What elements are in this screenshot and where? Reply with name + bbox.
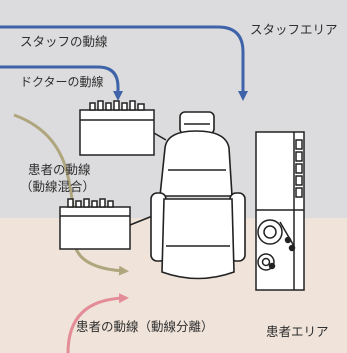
upper-instrument-tray-icon bbox=[79, 100, 167, 156]
patient-mixed-flow-label-line2: （動線混合） bbox=[20, 179, 96, 194]
staff-flow-label: スタッフの動線 bbox=[20, 34, 108, 49]
dental-chair-icon bbox=[150, 111, 246, 280]
staff-flow-arrow bbox=[0, 25, 248, 101]
patient-separated-flow-arrow bbox=[66, 293, 129, 353]
dental-unit-icon bbox=[255, 131, 305, 291]
patient-separated-flow-label: 患者の動線（動線分離） bbox=[76, 319, 214, 334]
doctor-flow-arrow bbox=[0, 65, 123, 101]
doctor-flow-label: ドクターの動線 bbox=[20, 75, 104, 89]
lower-instrument-tray-icon bbox=[59, 198, 156, 250]
patient-mixed-flow-label-line1: 患者の動線 bbox=[28, 162, 91, 177]
staff-area-label: スタッフエリア bbox=[250, 22, 338, 37]
patient-area-label: 患者エリア bbox=[266, 324, 329, 339]
